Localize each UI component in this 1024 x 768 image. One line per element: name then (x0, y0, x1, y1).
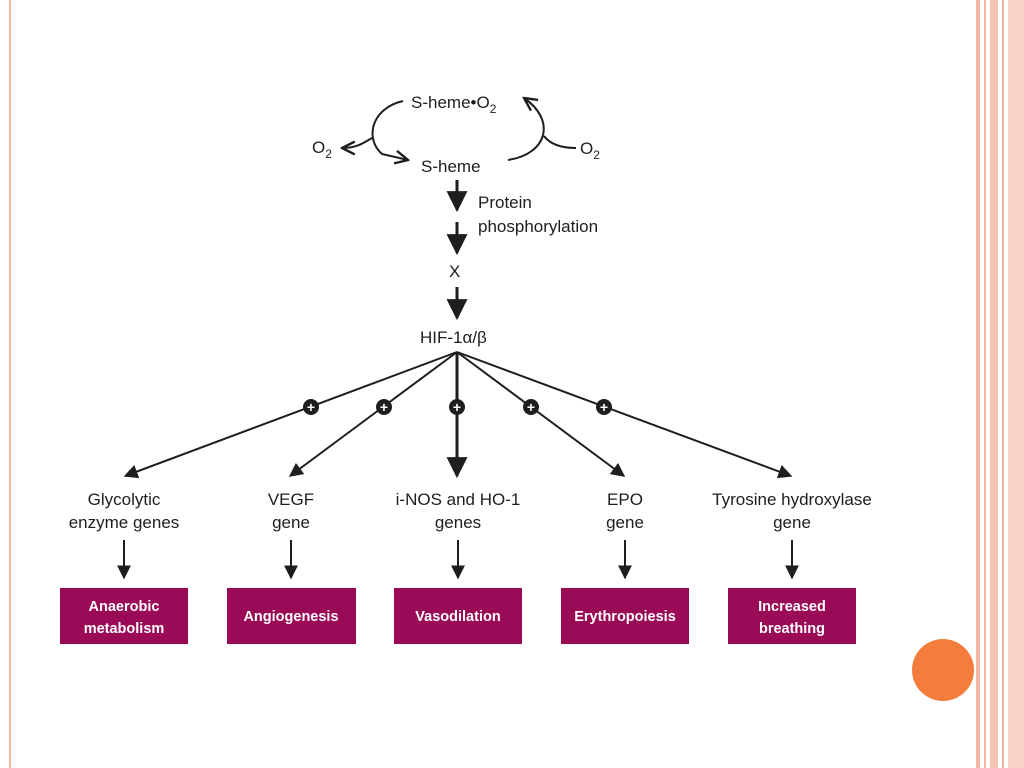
target-label-line1: Tyrosine hydroxylase (712, 490, 872, 509)
target-label-line2: gene (773, 513, 811, 532)
o2-left-label: O2 (312, 138, 332, 161)
o2-right-label: O2 (580, 139, 600, 162)
s-heme-o2-label: S-heme•O2 (411, 93, 497, 116)
target-label-line1: Glycolytic (88, 490, 161, 509)
outcome-box-angiogenesis: Angiogenesis (227, 588, 356, 644)
plus-icon: + (596, 399, 612, 415)
cycle-right-arrow (507, 98, 545, 161)
target-label-line2: gene (272, 513, 310, 532)
svg-text:+: + (527, 399, 535, 415)
target-label-line2: enzyme genes (69, 513, 180, 532)
target-label-line1: i-NOS and HO-1 (396, 490, 521, 509)
x-node-label: X (449, 262, 460, 281)
plus-markers: + + + + + (303, 399, 612, 415)
plus-icon: + (376, 399, 392, 415)
outcome-arrows (117, 540, 799, 580)
branch-arrow-tyrosine (456, 351, 793, 479)
target-label-line1: VEGF (268, 490, 314, 509)
o2-binding-arrow (543, 135, 577, 149)
branch-arrow-vegf (288, 351, 458, 477)
plus-icon: + (523, 399, 539, 415)
target-label-line2: genes (435, 513, 481, 532)
svg-text:+: + (307, 399, 315, 415)
slide-frame-right (976, 0, 1024, 768)
outcome-boxes: Anaerobic metabolism Angiogenesis Vasodi… (60, 588, 856, 644)
heme-oxygen-cycle: S-heme•O2 S-heme O2 O2 (312, 93, 600, 176)
svg-text:+: + (380, 399, 388, 415)
outcome-box-breathing: Increased breathing (728, 588, 856, 644)
accent-circle (912, 639, 974, 701)
plus-icon: + (303, 399, 319, 415)
branch-arrow-glycolytic (123, 351, 458, 479)
outcome-box-anaerobic: Anaerobic metabolism (60, 588, 188, 644)
s-heme-label: S-heme (421, 157, 481, 176)
svg-text:+: + (600, 399, 608, 415)
cycle-left-arrow (371, 100, 408, 160)
target-label-line2: gene (606, 513, 644, 532)
outcome-text-line2: metabolism (84, 621, 165, 637)
outcome-text-line1: Vasodilation (415, 609, 500, 625)
branch-arrow-epo (456, 351, 626, 477)
outcome-text-line1: Anaerobic (89, 599, 160, 615)
outcome-box-erythropoiesis: Erythropoiesis (561, 588, 689, 644)
target-gene-labels: Glycolytic enzyme genes VEGF gene i-NOS … (69, 490, 872, 532)
target-label-line1: EPO (607, 490, 643, 509)
outcome-text-line2: breathing (759, 621, 825, 637)
outcome-text-line1: Increased (758, 599, 826, 615)
plus-icon: + (449, 399, 465, 415)
protein-label-line1: Protein (478, 193, 532, 212)
branch-arrows (123, 351, 793, 479)
outcome-text-line1: Erythropoiesis (574, 609, 676, 625)
outcome-text-line1: Angiogenesis (243, 609, 338, 625)
outcome-box-vasodilation: Vasodilation (394, 588, 522, 644)
hif-label: HIF-1α/β (420, 328, 487, 347)
slide-frame-left (9, 0, 11, 768)
o2-release-arrow (342, 137, 373, 148)
protein-label-line2: phosphorylation (478, 217, 598, 236)
svg-text:+: + (453, 399, 461, 415)
